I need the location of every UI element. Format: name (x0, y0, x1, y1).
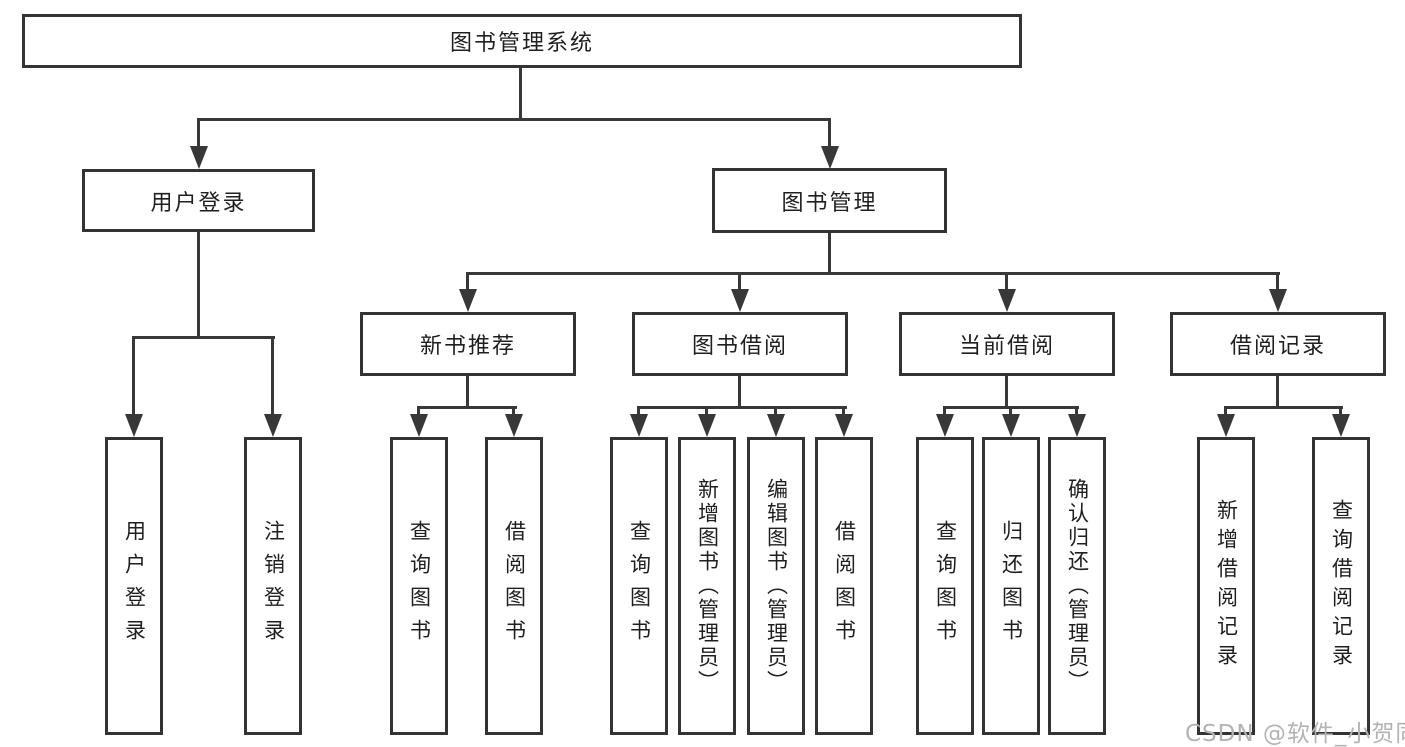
leaf-query-borrow-record: 查询借阅记录 (1312, 437, 1370, 735)
node-label: 注销登录 (261, 520, 286, 652)
connector-line (512, 406, 515, 418)
connector-line (1224, 406, 1227, 418)
leaf-query-books-current: 查询图书 (916, 437, 974, 735)
leaf-user-login: 用户登录 (105, 437, 163, 735)
node-current-borrowing: 当前借阅 (899, 312, 1115, 376)
node-label: 归还图书 (999, 520, 1024, 652)
connector-line (417, 406, 420, 418)
node-label: 新增图书（管理员） (695, 478, 720, 694)
node-user-login: 用户登录 (82, 169, 315, 232)
node-label: 新增借阅记录 (1214, 499, 1239, 673)
connector-line (466, 272, 1280, 275)
node-label: 图书借阅 (691, 334, 788, 359)
leaf-borrow-books-borrowing: 借阅图书 (815, 437, 873, 735)
connector-line (828, 233, 831, 275)
connector-line (466, 272, 469, 292)
leaf-query-books-recommend: 查询图书 (390, 437, 448, 735)
arrow-down-icon (410, 414, 428, 437)
connector-line (519, 68, 522, 119)
connector-line (705, 406, 708, 418)
node-label: 新书推荐 (419, 334, 516, 359)
connector-line (637, 406, 640, 418)
node-label: 用户登录 (150, 190, 247, 216)
arrow-down-icon (1269, 289, 1287, 312)
connector-line (1005, 272, 1008, 292)
arrow-down-icon (998, 289, 1016, 312)
arrow-down-icon (1217, 414, 1235, 437)
leaf-query-books-borrowing: 查询图书 (610, 437, 668, 735)
connector-line (1276, 376, 1279, 409)
connector-line (271, 336, 274, 414)
node-label: 图书管理系统 (449, 31, 594, 56)
node-label: 查询图书 (407, 520, 432, 652)
node-label: 借阅图书 (832, 520, 857, 652)
node-label: 借阅图书 (502, 520, 527, 652)
node-label: 编辑图书（管理员） (764, 478, 789, 694)
arrow-down-icon (936, 414, 954, 437)
leaf-edit-book-admin: 编辑图书（管理员） (747, 437, 805, 735)
node-label: 查询图书 (933, 520, 958, 652)
connector-line (197, 118, 200, 148)
arrow-down-icon (264, 414, 282, 437)
connector-line (1276, 272, 1279, 292)
connector-line (1075, 406, 1078, 418)
node-label: 图书管理 (781, 190, 878, 216)
connector-line (197, 118, 831, 121)
arrow-down-icon (821, 146, 839, 169)
connector-line (417, 406, 517, 409)
connector-line (738, 272, 741, 292)
node-label: 查询借阅记录 (1329, 499, 1354, 673)
node-new-book-recommendation: 新书推荐 (360, 312, 576, 376)
arrow-down-icon (767, 414, 785, 437)
connector-line (774, 406, 777, 418)
leaf-confirm-return-admin: 确认归还（管理员） (1048, 437, 1106, 735)
connector-line (738, 376, 741, 409)
leaf-add-borrow-record: 新增借阅记录 (1197, 437, 1255, 735)
arrow-down-icon (125, 414, 143, 437)
connector-line (197, 232, 200, 338)
arrow-down-icon (505, 414, 523, 437)
node-label: 用户登录 (122, 520, 147, 652)
arrow-down-icon (698, 414, 716, 437)
connector-line (943, 406, 946, 418)
leaf-return-books: 归还图书 (982, 437, 1040, 735)
connector-line (1005, 376, 1008, 409)
node-book-management: 图书管理 (712, 168, 947, 233)
watermark-text: CSDN @软件_小贺同学 (1185, 721, 1405, 747)
node-borrowing-records: 借阅记录 (1170, 312, 1386, 376)
connector-line (637, 406, 847, 409)
node-library-management-system: 图书管理系统 (22, 14, 1022, 68)
arrow-down-icon (1068, 414, 1086, 437)
connector-line (132, 336, 275, 339)
node-label: 确认归还（管理员） (1065, 478, 1090, 694)
arrow-down-icon (190, 146, 208, 169)
node-label: 借阅记录 (1229, 334, 1326, 359)
arrow-down-icon (459, 289, 477, 312)
node-label: 查询图书 (627, 520, 652, 652)
leaf-borrow-books-recommend: 借阅图书 (485, 437, 543, 735)
node-book-borrowing: 图书借阅 (632, 312, 848, 376)
arrow-down-icon (1002, 414, 1020, 437)
leaf-add-book-admin: 新增图书（管理员） (678, 437, 736, 735)
connector-line (1009, 406, 1012, 418)
connector-line (1224, 406, 1343, 409)
arrow-down-icon (1332, 414, 1350, 437)
arrow-down-icon (731, 289, 749, 312)
connector-line (1339, 406, 1342, 418)
connector-line (842, 406, 845, 418)
connector-line (132, 336, 135, 414)
arrow-down-icon (630, 414, 648, 437)
node-label: 当前借阅 (958, 334, 1055, 359)
connector-line (466, 376, 469, 409)
leaf-logout: 注销登录 (244, 437, 302, 735)
connector-line (828, 118, 831, 148)
arrow-down-icon (835, 414, 853, 437)
